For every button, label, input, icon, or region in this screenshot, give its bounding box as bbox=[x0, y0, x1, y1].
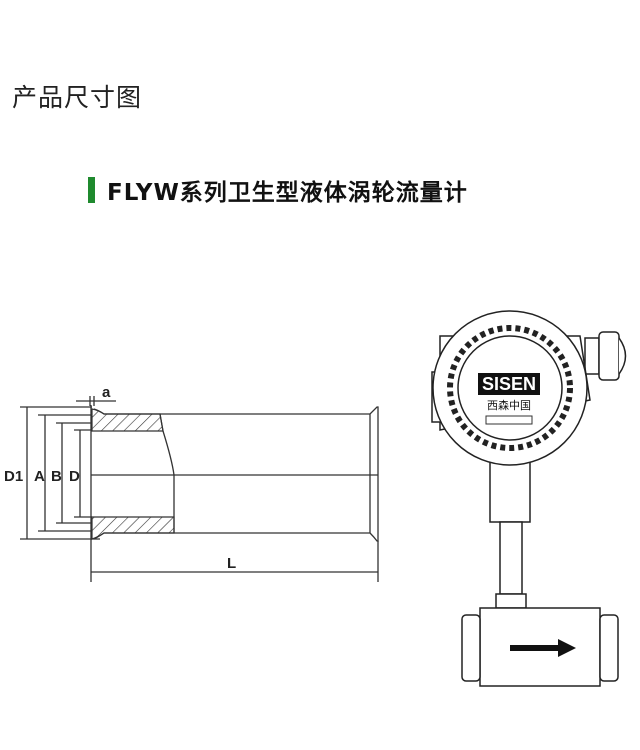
section-heading: FLYW系列卫生型液体涡轮流量计 bbox=[88, 173, 468, 207]
section-title: FLYW系列卫生型液体涡轮流量计 bbox=[107, 180, 468, 206]
label-d1: D1 bbox=[4, 468, 23, 485]
accent-bar bbox=[88, 177, 95, 203]
label-a: A bbox=[34, 468, 45, 485]
arrow-icon bbox=[510, 639, 576, 657]
page-title: 产品尺寸图 bbox=[12, 83, 143, 112]
label-b: B bbox=[51, 468, 62, 485]
logo-sisen: SISEN bbox=[482, 374, 536, 394]
label-d: D bbox=[69, 468, 80, 485]
label-a-small: a bbox=[102, 384, 111, 401]
logo-sub: 西森中国 bbox=[487, 398, 531, 412]
label-l: L bbox=[227, 555, 236, 572]
